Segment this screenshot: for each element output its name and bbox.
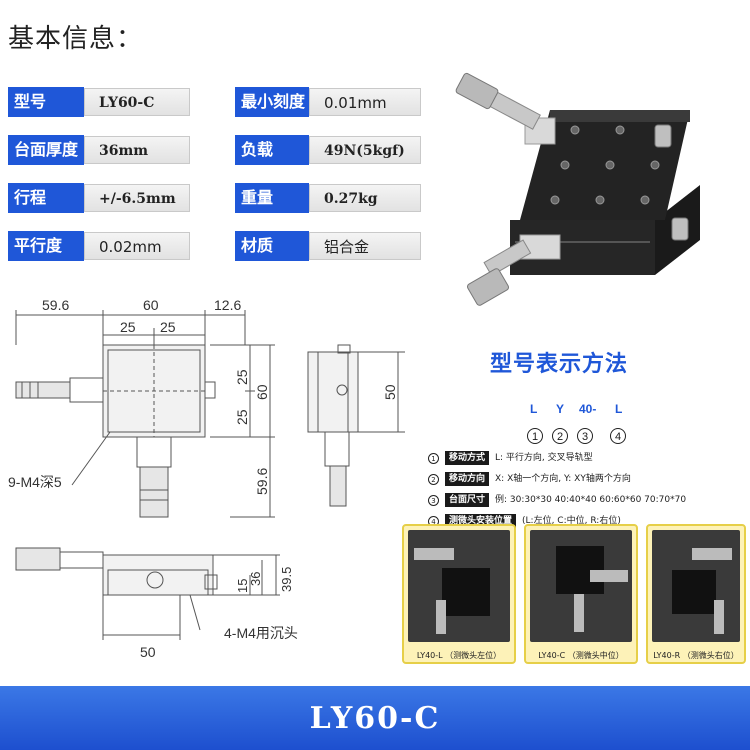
legend-text: X: X轴一个方向, Y: XY轴两个方向 xyxy=(495,474,631,484)
dim-right-upper: 25 xyxy=(234,369,250,385)
dim-half-right: 25 xyxy=(160,319,176,335)
variant-card-right: LY40-R （测微头右位） xyxy=(646,524,746,664)
spec-label-material: 材质 xyxy=(235,231,309,261)
spec-label-weight: 重量 xyxy=(235,183,309,213)
technical-drawing: 59.6 60 12.6 25 25 25 25 60 50 59.6 9-M4… xyxy=(8,297,405,660)
spec-value-thickness: 36mm xyxy=(84,136,190,164)
code-part-2: Y xyxy=(556,402,565,416)
legend-tag: 移动方式 xyxy=(445,451,490,465)
dim-front-39-5: 39.5 xyxy=(279,567,294,592)
dim-top-right: 12.6 xyxy=(214,297,241,313)
legend-num: 1 xyxy=(428,452,439,464)
dim-lower: 59.6 xyxy=(254,468,270,495)
spec-label-model: 型号 xyxy=(8,87,84,117)
spec-label-min-scale: 最小刻度 xyxy=(235,87,309,117)
circle-num-3: 3 xyxy=(577,428,593,444)
code-part-1: L xyxy=(530,402,538,416)
dim-front-15: 15 xyxy=(235,579,250,593)
variant-card-left: LY40-L （测微头左位） xyxy=(402,524,516,664)
legend-tag: 台面尺寸 xyxy=(445,493,490,507)
legend-row: 3 台面尺寸 例: 30:30*30 40:40*40 60:60*60 70:… xyxy=(428,493,686,507)
code-part-4: L xyxy=(615,402,623,416)
circle-num-4: 4 xyxy=(610,428,626,444)
code-part-3: 40- xyxy=(579,402,597,416)
dim-bottom: 50 xyxy=(140,644,156,660)
spec-value-min-scale: 0.01mm xyxy=(309,88,421,116)
hole-note: 9-M4深5 xyxy=(8,474,62,490)
spec-value-weight: 0.27kg xyxy=(309,184,421,212)
legend-text: (L:左位, C:中位, R:右位) xyxy=(522,516,621,526)
footer-bar xyxy=(0,686,750,750)
variant-card-center: LY40-C （测微头中位） xyxy=(524,524,638,664)
variant-photo xyxy=(530,530,632,642)
spec-label-parallelism: 平行度 xyxy=(8,231,84,261)
legend-num: 3 xyxy=(428,494,439,506)
legend-row: 2 移动方向 X: X轴一个方向, Y: XY轴两个方向 xyxy=(428,472,686,486)
dim-side: 50 xyxy=(382,384,398,400)
mount-note: 4-M4用沉头 xyxy=(224,625,298,641)
model-method-title: 型号表示方法 xyxy=(490,352,629,377)
spec-value-travel: +/-6.5mm xyxy=(84,184,190,212)
dim-right-lower: 25 xyxy=(234,409,250,425)
spec-label-load: 负载 xyxy=(235,135,309,165)
spec-label-travel: 行程 xyxy=(8,183,84,213)
spec-label-thickness: 台面厚度 xyxy=(8,135,84,165)
footer-model: LY60-C xyxy=(309,701,441,736)
dim-front-36: 36 xyxy=(248,572,263,586)
spec-value-load: 49N(5kgf) xyxy=(309,136,421,164)
section-title: 基本信息： xyxy=(8,24,144,54)
legend-list: 1 移动方式 L: 平行方向, 交叉导轨型 2 移动方向 X: X轴一个方向, … xyxy=(428,451,686,528)
variant-caption: LY40-L （测微头左位） xyxy=(416,651,502,660)
legend-row: 1 移动方式 L: 平行方向, 交叉导轨型 xyxy=(428,451,686,465)
legend-text: 例: 30:30*30 40:40*40 60:60*60 70:70*70 xyxy=(495,495,687,505)
dim-half-left: 25 xyxy=(120,319,136,335)
variant-caption: LY40-R （测微头右位） xyxy=(653,651,739,660)
variant-photo xyxy=(408,530,510,642)
variant-caption: LY40-C （测微头中位） xyxy=(538,651,624,660)
dim-top-mid: 60 xyxy=(143,297,159,313)
legend-tag: 移动方向 xyxy=(445,472,490,486)
dim-right-total: 60 xyxy=(254,384,270,400)
spec-value-parallelism: 0.02mm xyxy=(84,232,190,260)
variant-photo xyxy=(652,530,740,642)
circle-num-1: 1 xyxy=(527,428,543,444)
legend-text: L: 平行方向, 交叉导轨型 xyxy=(495,453,593,463)
spec-value-material: 铝合金 xyxy=(309,232,421,260)
legend-num: 2 xyxy=(428,473,439,485)
spec-value-model: LY60-C xyxy=(84,88,190,116)
dim-top-left: 59.6 xyxy=(42,297,69,313)
product-photo xyxy=(455,72,700,306)
circle-num-2: 2 xyxy=(552,428,568,444)
